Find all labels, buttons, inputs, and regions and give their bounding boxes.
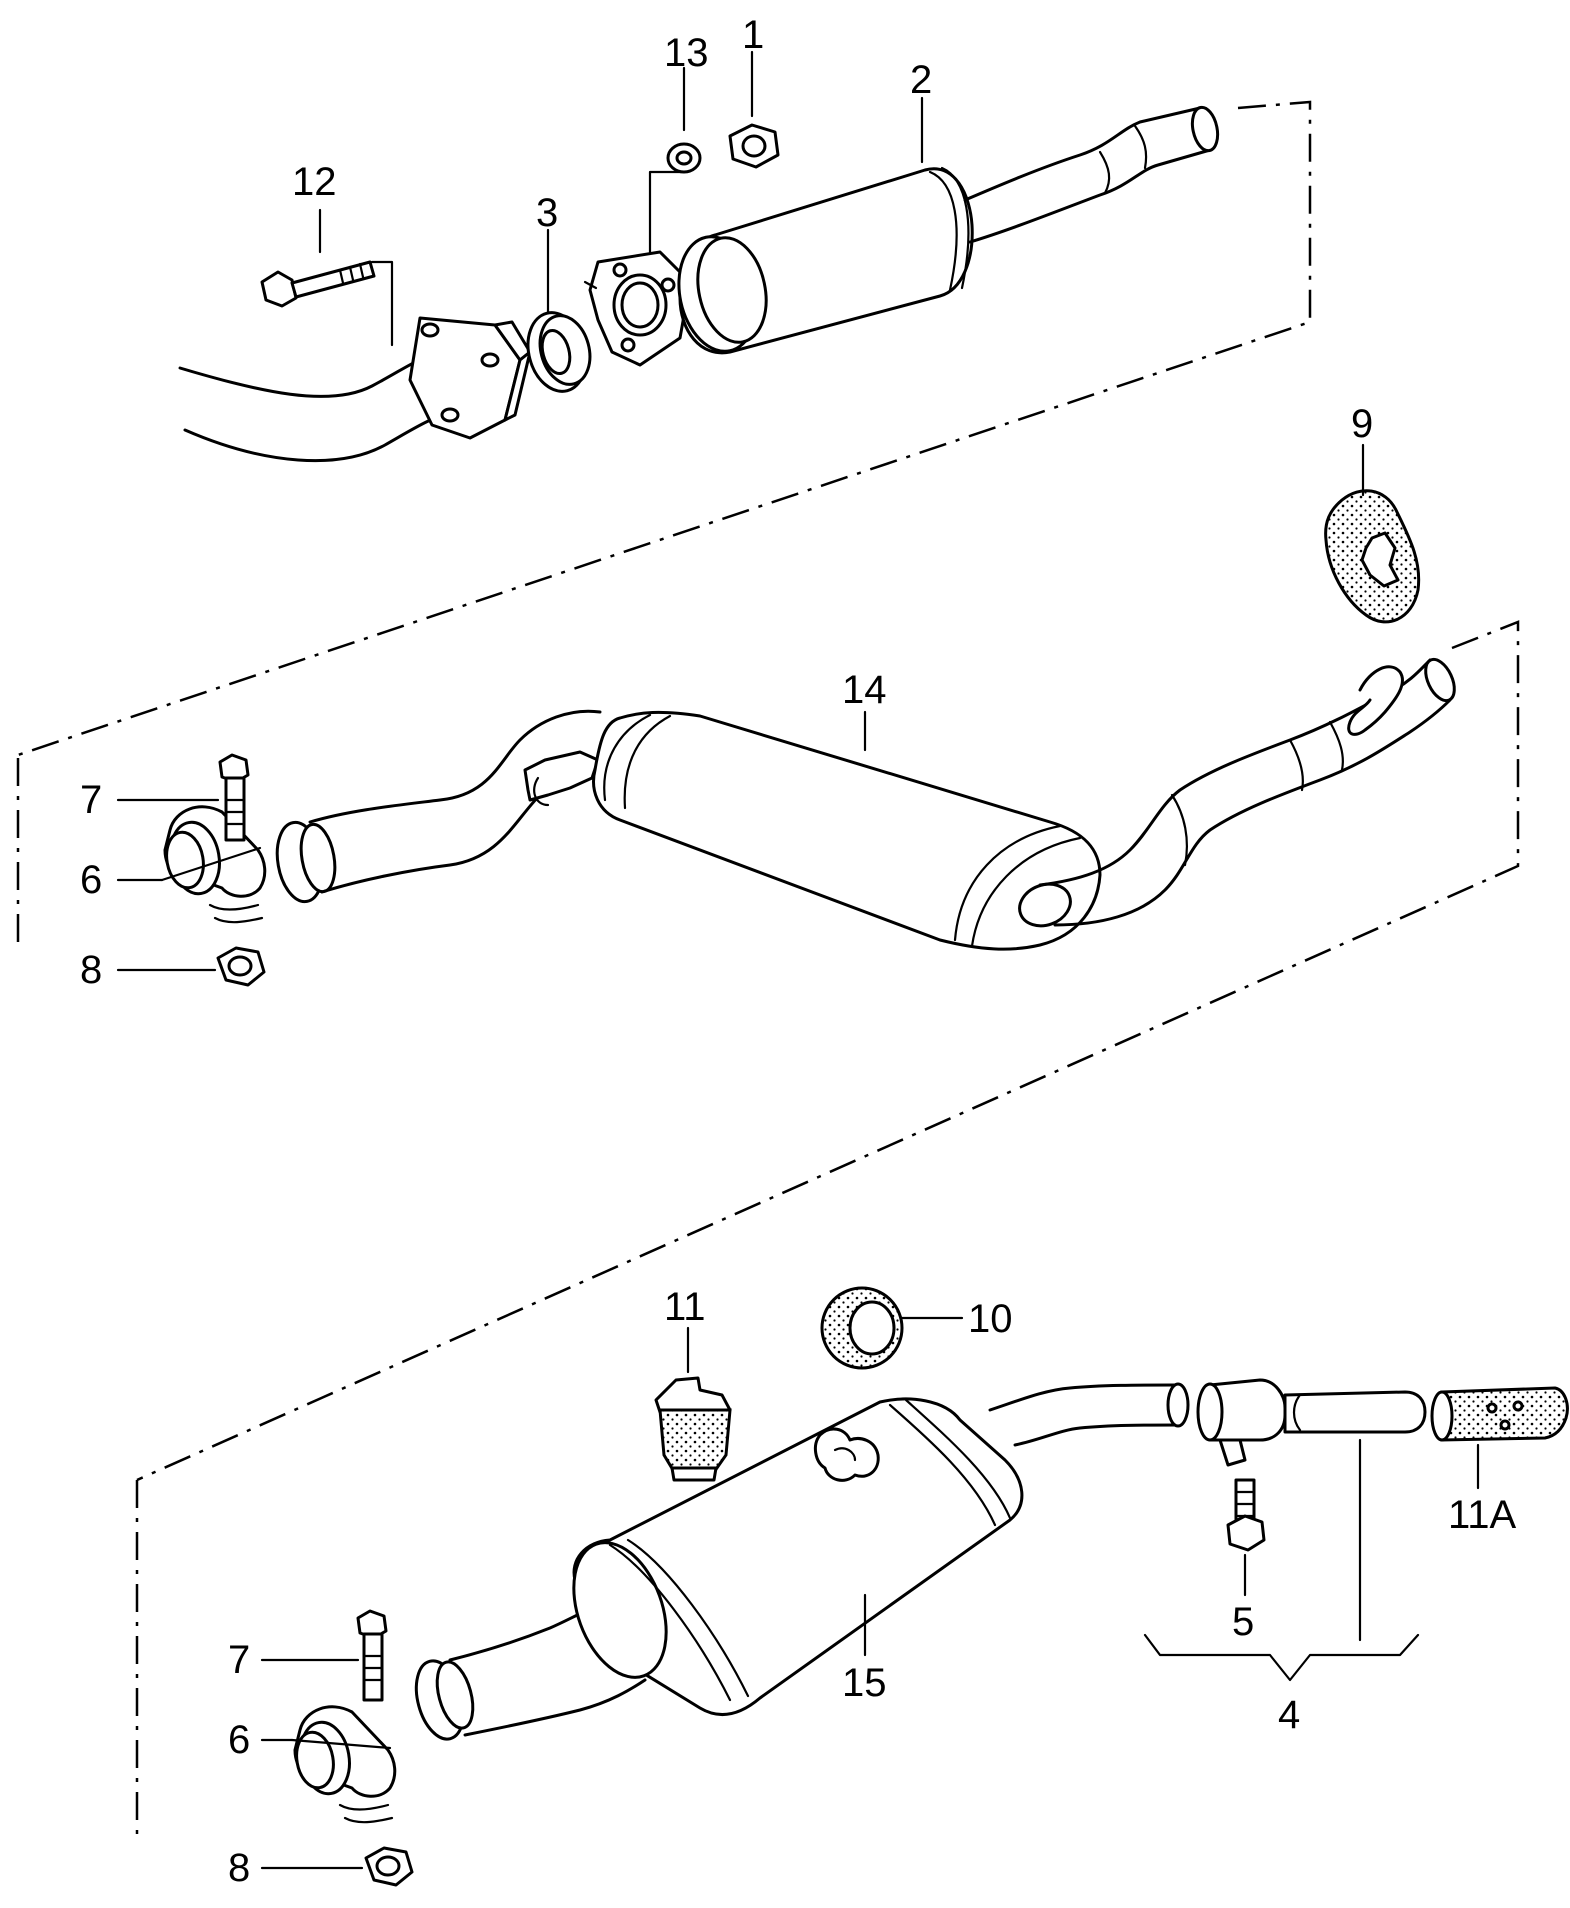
- callout-10: 10: [968, 1297, 1013, 1341]
- rubber-mount-9: [1324, 489, 1421, 624]
- callout-5: 5: [1232, 1600, 1254, 1644]
- middle-silencer: [275, 657, 1456, 951]
- leader-lines-middle: [116, 443, 1365, 972]
- callout-4: 4: [1278, 1693, 1300, 1737]
- callout-6-top: 6: [80, 858, 102, 902]
- bolt-5: [1226, 1478, 1266, 1552]
- sleeve-11: [654, 1376, 732, 1482]
- leader-lines-bottom: [260, 1316, 1480, 1870]
- nut-8-bottom: [364, 1846, 414, 1887]
- leader-lines-top: [318, 50, 924, 347]
- callout-2: 2: [910, 58, 932, 102]
- bolt-7-top: [218, 753, 250, 842]
- callout-15: 15: [842, 1661, 887, 1705]
- callout-7-top: 7: [80, 778, 102, 822]
- callout-12: 12: [292, 160, 337, 204]
- callout-9: 9: [1351, 402, 1373, 446]
- gasket-ring: [526, 311, 592, 393]
- callout-6-bottom: 6: [228, 1718, 250, 1762]
- clamp-6-bottom: [293, 1705, 397, 1824]
- callout-13: 13: [664, 31, 709, 75]
- exhaust-flange-front: [408, 316, 532, 440]
- callout-8-top: 8: [80, 948, 102, 992]
- bolt-7-bottom: [356, 1609, 388, 1702]
- tail-pipe-4: [1196, 1378, 1427, 1467]
- callout-11a: 11A: [1448, 1493, 1517, 1537]
- bolt-12: [260, 260, 376, 308]
- clamp-6-top: [163, 805, 267, 924]
- washer-13: [666, 142, 702, 174]
- callout-14: 14: [842, 668, 887, 712]
- callout-7-bottom: 7: [228, 1638, 250, 1682]
- callout-labels: 1 13 2 12 3 9 14 7 6 8 11 10 11A 5 7 15 …: [80, 13, 1517, 1890]
- rubber-ring-10: [820, 1286, 904, 1370]
- front-muffler: [677, 105, 1220, 355]
- callout-11: 11: [664, 1285, 706, 1329]
- tail-pipe-end-11a: [1430, 1386, 1569, 1442]
- rear-silencer: [414, 1382, 1190, 1741]
- nut-1: [728, 123, 780, 169]
- section-boundaries: [11, 100, 1520, 1842]
- nut-8-top: [216, 946, 266, 987]
- callout-3: 3: [536, 191, 558, 235]
- callout-8-bottom: 8: [228, 1846, 250, 1890]
- exhaust-flange-muffler: [583, 250, 692, 367]
- callout-1: 1: [742, 13, 764, 57]
